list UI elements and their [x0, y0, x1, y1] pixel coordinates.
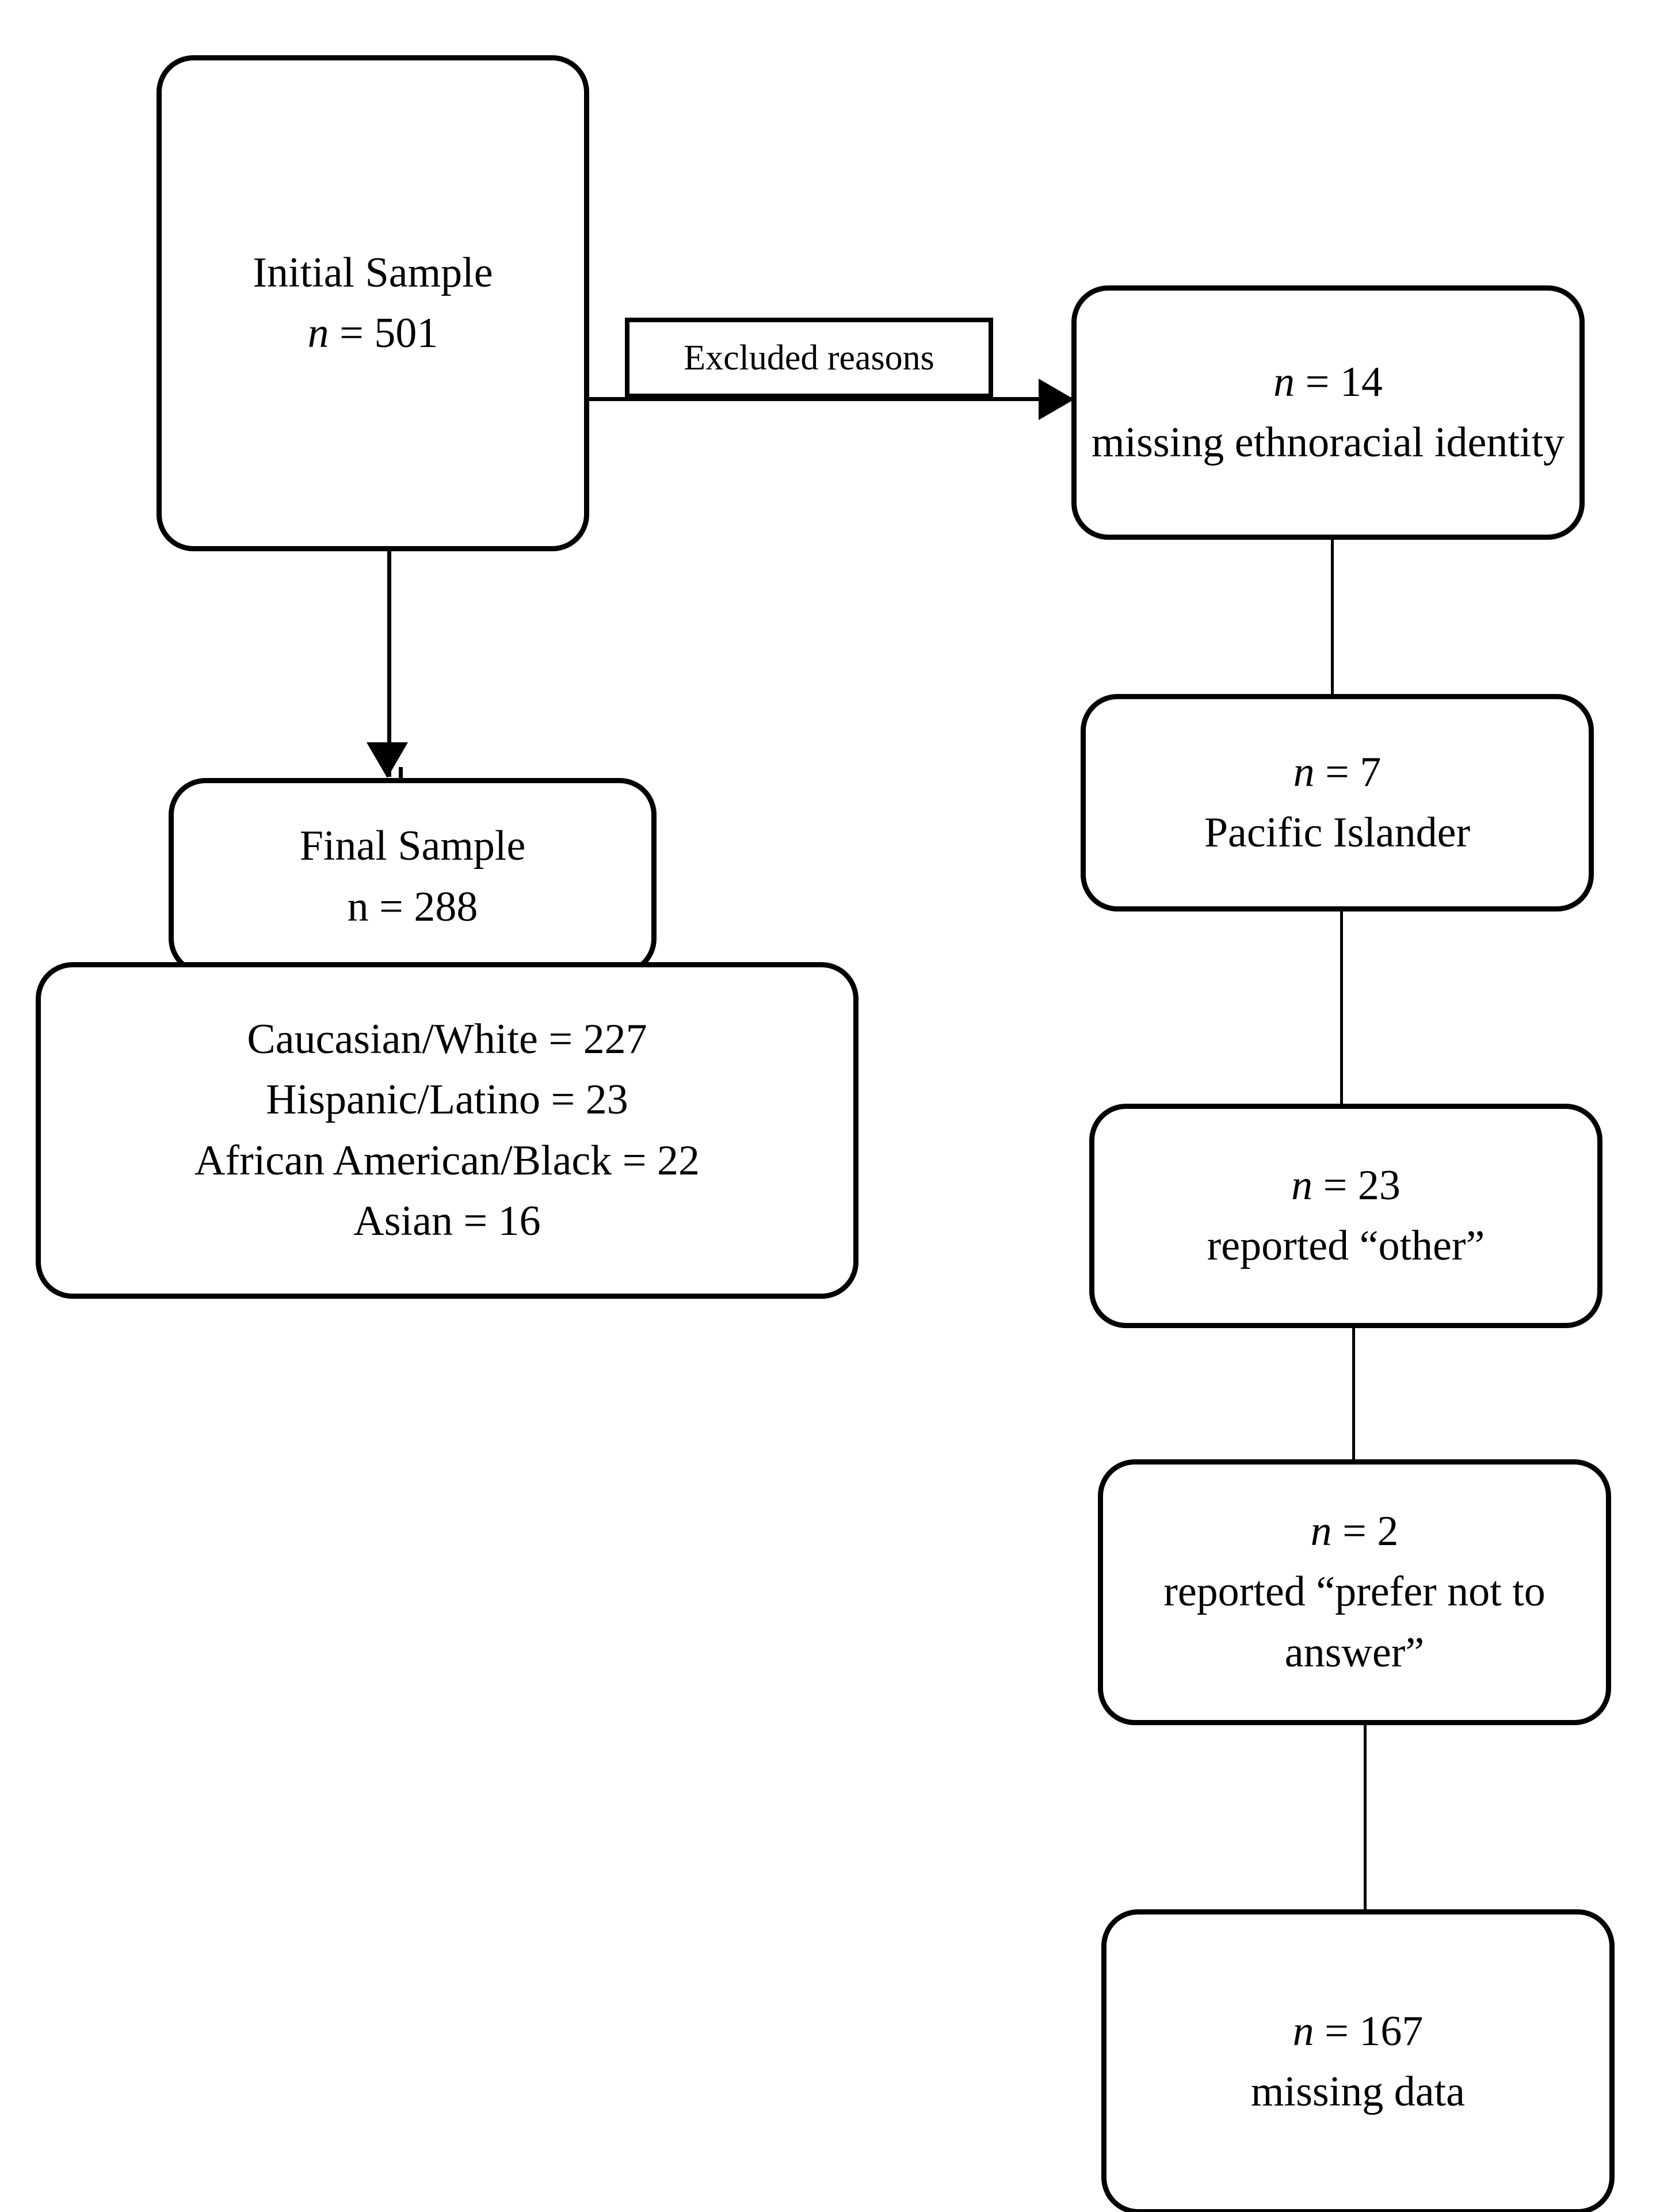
missing-data-count: n = 167: [1106, 2001, 1609, 2062]
initial-sample-count: n = 501: [162, 303, 584, 364]
reported-other-label: reported “other”: [1207, 1222, 1485, 1269]
missing-ethnoracial-n-symbol: n: [1273, 358, 1295, 406]
reported-other-count: n = 23: [1094, 1155, 1597, 1216]
excluded-reasons-text: Excluded reasons: [684, 338, 934, 377]
prefer-not-count: n = 2: [1103, 1501, 1606, 1562]
connector-initial-to-final: [387, 550, 391, 777]
missing-data-label: missing data: [1250, 2068, 1466, 2115]
initial-sample-title: Initial Sample: [253, 249, 493, 296]
connector-other-to-prefer: [1352, 1326, 1355, 1460]
breakdown-african-american-black: African American/Black = 22: [194, 1136, 700, 1184]
missing-ethnoracial-reason: missing ethnoracial identity: [1091, 419, 1565, 466]
reported-other-n-symbol: n: [1291, 1161, 1313, 1209]
connector-ethnoracial-to-pacific: [1331, 540, 1334, 696]
missing-ethnoracial-count: n = 14: [1077, 352, 1579, 413]
label-excluded-reasons[interactable]: Excluded reasons: [625, 318, 993, 398]
breakdown-caucasian-white: Caucasian/White = 227: [247, 1016, 647, 1063]
node-reported-other[interactable]: n = 23 reported “other”: [1089, 1104, 1602, 1328]
pacific-islander-n-symbol: n: [1293, 748, 1315, 796]
node-initial-sample[interactable]: Initial Sample n = 501: [157, 55, 589, 551]
missing-data-n-symbol: n: [1292, 2007, 1314, 2055]
reported-other-n-value: = 23: [1312, 1161, 1401, 1209]
node-pacific-islander[interactable]: n = 7 Pacific Islander: [1081, 694, 1594, 912]
pacific-islander-count: n = 7: [1086, 742, 1589, 803]
pacific-islander-label: Pacific Islander: [1204, 809, 1471, 856]
breakdown-hispanic-latino: Hispanic/Latino = 23: [266, 1076, 628, 1124]
prefer-not-n-value: = 2: [1331, 1508, 1399, 1555]
node-final-sample[interactable]: Final Sample n = 288: [169, 778, 657, 975]
final-sample-title: Final Sample: [299, 822, 526, 870]
connector-prefer-to-missing-data: [1364, 1723, 1367, 1910]
node-prefer-not-to-answer[interactable]: n = 2 reported “prefer not to answer”: [1098, 1459, 1611, 1725]
missing-data-n-value: = 167: [1314, 2007, 1424, 2055]
arrowhead-into-missing-ethnoracial: [1039, 379, 1074, 420]
connector-pacific-to-other: [1340, 910, 1343, 1105]
node-ethnoracial-breakdown[interactable]: Caucasian/White = 227 Hispanic/Latino = …: [36, 962, 858, 1299]
missing-ethnoracial-n-value: = 14: [1295, 358, 1383, 406]
breakdown-asian: Asian = 16: [353, 1197, 541, 1245]
initial-sample-n-value: = 501: [329, 310, 438, 357]
prefer-not-label: reported “prefer not to answer”: [1163, 1568, 1546, 1676]
prefer-not-n-symbol: n: [1310, 1508, 1332, 1555]
initial-sample-n-symbol: n: [307, 310, 329, 357]
node-missing-ethnoracial[interactable]: n = 14 missing ethnoracial identity: [1071, 285, 1585, 540]
pacific-islander-n-value: = 7: [1314, 748, 1382, 796]
arrowhead-into-final-sample: [367, 742, 408, 778]
node-missing-data[interactable]: n = 167 missing data: [1101, 1909, 1615, 2212]
connector-excluded-branch: [387, 397, 1072, 401]
final-sample-count: n = 288: [347, 883, 478, 930]
